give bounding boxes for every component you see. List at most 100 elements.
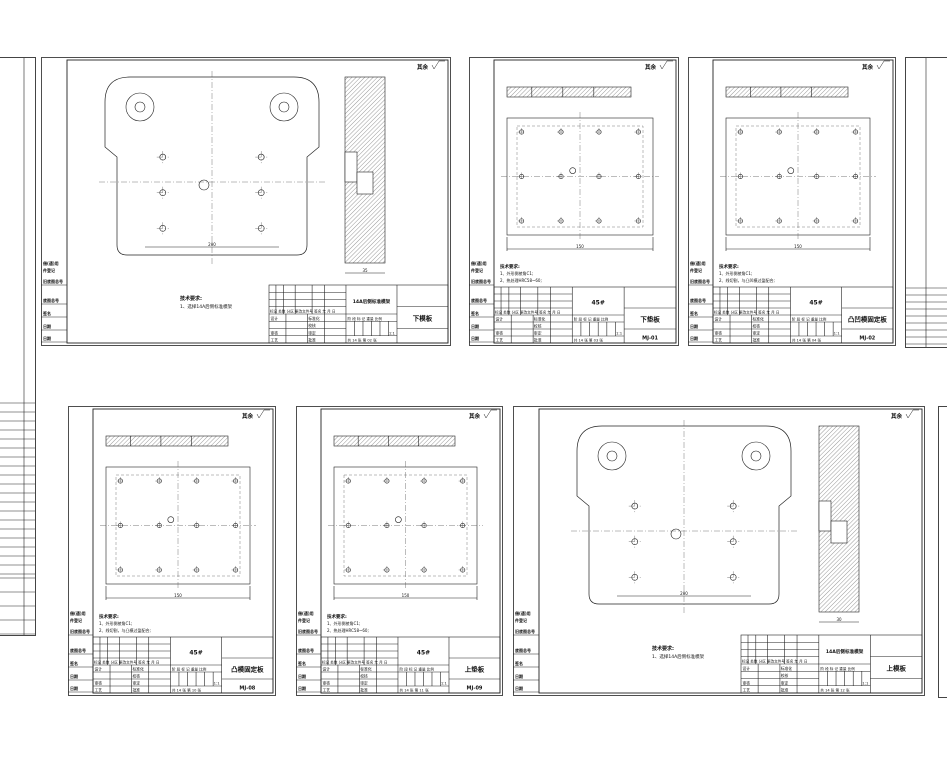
label-approve: 批准 bbox=[132, 688, 140, 693]
guide-bush-hole bbox=[741, 441, 771, 471]
dimension-text: 150 bbox=[794, 244, 802, 249]
part-name: 上垫板 bbox=[465, 664, 485, 673]
tech-requirement-item: 1、外形倒棱角C1; bbox=[327, 620, 360, 626]
punch-hole bbox=[198, 179, 210, 191]
guide-bush-hole-inner bbox=[278, 101, 290, 113]
label-check: 校核 bbox=[781, 673, 789, 678]
side-view-cutout bbox=[830, 520, 848, 544]
left-column-label: 借(通)用 bbox=[470, 260, 487, 266]
sheet-outer-border bbox=[469, 57, 679, 346]
left-column-label: 日期 bbox=[298, 673, 306, 679]
sheet-canvas: 借(通)用件登记旧底图总号底图总号签名日期日期其余150技术要求:1、外形倒棱角… bbox=[68, 406, 276, 696]
left-column-label: 底图总号 bbox=[689, 297, 706, 303]
side-view bbox=[105, 435, 229, 447]
partial-sheet-left bbox=[0, 57, 36, 636]
sheet-outer-border bbox=[41, 57, 451, 346]
label-check: 校核 bbox=[534, 324, 542, 329]
material-spec: 45# bbox=[809, 300, 822, 307]
sheet-inner-frame bbox=[92, 408, 274, 694]
roughness-label: 其余 bbox=[645, 63, 657, 71]
punch-hole bbox=[787, 167, 795, 174]
dimension-text: 35 bbox=[362, 268, 368, 273]
label-standardization: 标准化 bbox=[132, 667, 144, 672]
left-column-label: 日期 bbox=[298, 685, 306, 691]
roughness-label: 其余 bbox=[469, 412, 481, 420]
partial-sheet-left-lines bbox=[0, 58, 35, 635]
left-column-label: 件登记 bbox=[471, 267, 483, 273]
label-design: 设计 bbox=[271, 316, 279, 321]
label-check: 校核 bbox=[360, 674, 368, 679]
roughness-symbol-icon bbox=[905, 409, 919, 419]
revision-header: 标记 处数 分区 更改文件号 签名 年 月 日 bbox=[742, 659, 808, 664]
tech-requirement-item: 2、热处理HRC58~60; bbox=[327, 627, 369, 633]
left-column-label: 旧底图总号 bbox=[471, 278, 491, 284]
scale: 1:1 bbox=[616, 331, 623, 336]
sheet-canvas: 借(通)用件登记旧底图总号底图总号签名日期日期其余20035技术要求:1、选择1… bbox=[41, 57, 451, 346]
dimension-text: 200 bbox=[208, 242, 216, 247]
stage-header: 阶 段 标 记 重量 比例 bbox=[347, 316, 382, 321]
sheet-count: 共 14 张 第 02 张 bbox=[347, 338, 377, 343]
label-standardization: 标准化 bbox=[534, 317, 546, 322]
plate-outline bbox=[576, 425, 792, 605]
label-standardization: 标准化 bbox=[781, 666, 793, 671]
sheet-canvas: 借(通)用件登记旧底图总号底图总号签名日期日期其余20030技术要求:1、选择1… bbox=[513, 406, 925, 696]
punch-hole bbox=[167, 516, 175, 523]
sheet-outer-border bbox=[513, 406, 925, 696]
punch-hole bbox=[569, 167, 576, 174]
label-design: 设计 bbox=[323, 667, 331, 672]
label-check: 校核 bbox=[752, 324, 760, 329]
label-approve: 批准 bbox=[308, 338, 316, 343]
left-column-label: 日期 bbox=[515, 685, 523, 691]
material-spec: 45# bbox=[591, 300, 604, 307]
label-process: 工艺 bbox=[95, 688, 103, 693]
plate-drawing: 150 bbox=[501, 86, 659, 251]
tech-requirements-heading: 技术要求: bbox=[719, 263, 739, 270]
left-column-label: 底图总号 bbox=[69, 647, 86, 653]
sheet-count: 共 14 张 第 10 张 bbox=[172, 688, 202, 693]
label-review: 审核 bbox=[715, 331, 723, 336]
die-plate-drawing: 200 35 bbox=[99, 71, 386, 274]
tech-requirement-item: 1、外形倒棱角C1; bbox=[719, 270, 752, 276]
title-block: 标记 处数 分区 更改文件号 签名 年 月 日设计标准化校核审核审定工艺批准45… bbox=[320, 636, 501, 694]
material-spec: 45# bbox=[189, 650, 202, 657]
side-view bbox=[333, 435, 456, 447]
title-block: 标记 处数 分区 更改文件号 签名 年 月 日设计标准化校核审核审定工艺批准45… bbox=[493, 286, 677, 344]
label-approve_review: 审定 bbox=[752, 331, 760, 336]
scale: 1:1 bbox=[862, 680, 869, 685]
label-process: 工艺 bbox=[496, 338, 504, 343]
revision-header: 标记 处数 分区 更改文件号 签名 年 月 日 bbox=[94, 660, 160, 665]
left-column-label: 日期 bbox=[70, 685, 78, 691]
title-block: 标记 处数 分区 更改文件号 签名 年 月 日设计标准化校核审核审定工艺批准14… bbox=[268, 284, 449, 344]
material-spec: 45# bbox=[417, 650, 430, 657]
left-column-label: 签名 bbox=[297, 660, 306, 666]
roughness-symbol-icon bbox=[256, 409, 270, 419]
guide-bush-hole-inner bbox=[134, 101, 146, 113]
left-column-label: 借(通)用 bbox=[689, 260, 706, 266]
left-column-label: 日期 bbox=[471, 335, 479, 341]
tech-requirements-heading: 技术要求: bbox=[99, 613, 119, 620]
label-approve_review: 审定 bbox=[360, 681, 368, 686]
roughness-symbol-icon bbox=[659, 60, 673, 70]
title-block: 标记 处数 分区 更改文件号 签名 年 月 日设计标准化校核审核审定工艺批准14… bbox=[740, 634, 923, 694]
label-process: 工艺 bbox=[743, 688, 751, 693]
label-approve_review: 审定 bbox=[781, 680, 789, 685]
left-column-label: 签名 bbox=[514, 660, 523, 666]
sheet-canvas: 借(通)用件登记旧底图总号底图总号签名日期日期其余150技术要求:1、外形倒棱角… bbox=[688, 57, 896, 346]
punch-hole bbox=[670, 528, 682, 540]
label-review: 审核 bbox=[743, 680, 751, 685]
guide-bush-hole bbox=[269, 92, 299, 122]
label-standardization: 标准化 bbox=[752, 317, 764, 322]
label-approve_review: 审定 bbox=[308, 330, 316, 335]
sheet-count: 共 14 张 第 04 张 bbox=[792, 338, 822, 343]
sheet-count: 共 14 张 第 12 张 bbox=[820, 688, 850, 693]
side-view bbox=[725, 86, 849, 98]
left-column-label: 旧底图总号 bbox=[298, 628, 318, 634]
plate-drawing: 150 bbox=[720, 86, 876, 251]
sheet-inner-frame bbox=[493, 59, 677, 344]
stage-header: 阶 段 标 记 重量 比例 bbox=[399, 667, 434, 672]
sheet-inner-frame bbox=[66, 59, 449, 344]
left-column-label: 日期 bbox=[690, 323, 698, 329]
left-column-label: 日期 bbox=[43, 335, 51, 341]
label-approve_review: 审定 bbox=[534, 331, 542, 336]
